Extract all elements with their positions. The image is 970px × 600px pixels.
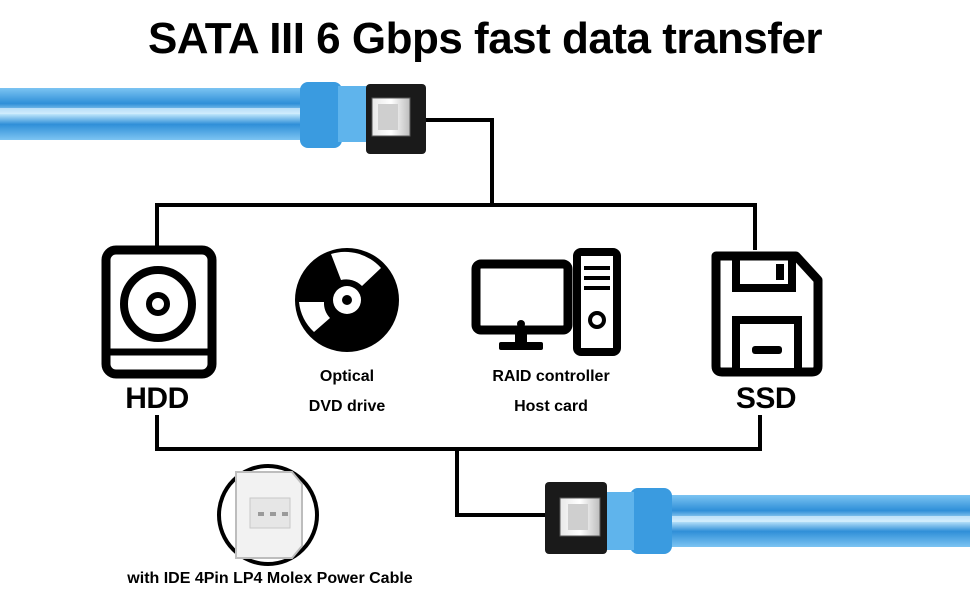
- bottom-bus-line: [155, 415, 762, 451]
- raid-label-line2: Host card: [514, 398, 588, 415]
- raid-label-line1: RAID controller: [492, 368, 610, 385]
- sata-cable-bottom: [545, 482, 970, 554]
- desktop-computer-icon: [471, 248, 621, 356]
- ssd-label: SSD: [735, 382, 797, 415]
- top-connector-line: [425, 118, 494, 205]
- sata-cable-top: [0, 82, 426, 154]
- hdd-label: HDD: [125, 382, 189, 415]
- bottom-connector-line: [455, 449, 545, 517]
- power-cable-caption: with IDE 4Pin LP4 Molex Power Cable: [127, 570, 413, 587]
- page-title: SATA III 6 Gbps fast data transfer: [147, 14, 823, 63]
- hard-disk-icon: [101, 245, 217, 379]
- molex-connector-icon: [217, 464, 319, 566]
- optical-label-line2: DVD drive: [308, 398, 386, 415]
- optical-label-line1: Optical: [319, 368, 375, 385]
- connection-lines: [155, 118, 762, 517]
- optical-disc-icon: [295, 248, 399, 352]
- floppy-disk-icon: [711, 251, 823, 377]
- top-bus-line: [155, 203, 757, 250]
